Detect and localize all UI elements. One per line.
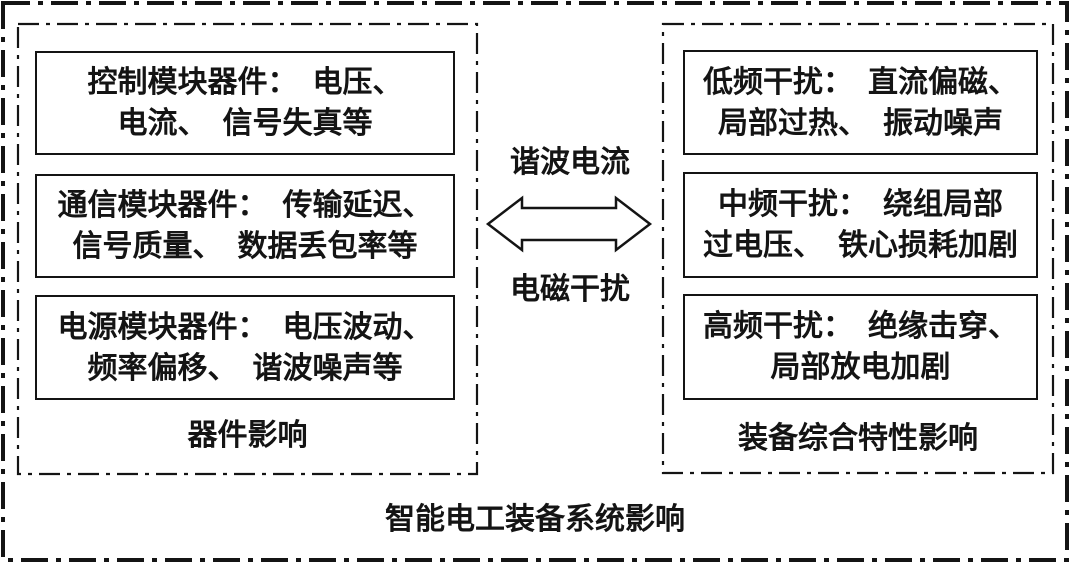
left-box-communication-module-line1: 通信模块器件： 传输延迟、 xyxy=(57,188,433,223)
right-box-high-frequency-line2: 局部放电加剧 xyxy=(770,350,951,385)
right-box-low-frequency-line2: 局部过热、 振动噪声 xyxy=(718,105,1003,141)
harmonic-current-label: 谐波电流 xyxy=(510,145,630,180)
right-box-mid-frequency-line2: 过电压、 铁心损耗加剧 xyxy=(703,228,1018,263)
right-group-border xyxy=(661,22,1055,475)
electromagnetic-interference-label: 电磁干扰 xyxy=(510,272,630,307)
right-box-mid-frequency-line1: 中频干扰： 绕组局部 xyxy=(718,187,1003,222)
system-impact-label: 智能电工装备系统影响 xyxy=(385,502,685,537)
left-group-border xyxy=(16,22,479,476)
left-box-control-module-line2: 电流、 信号失真等 xyxy=(117,106,373,141)
left-box-power-module-line1: 电源模块器件： 电压波动、 xyxy=(57,309,433,345)
right-box-mid-frequency: 中频干扰： 绕组局部 过电压、 铁心损耗加剧 xyxy=(683,172,1038,278)
right-box-high-frequency: 高频干扰： 绝缘击穿、 局部放电加剧 xyxy=(683,294,1038,400)
double-arrow-icon xyxy=(485,195,653,253)
left-box-power-module: 电源模块器件： 电压波动、 频率偏移、 谐波噪声等 xyxy=(35,295,455,400)
left-box-communication-module: 通信模块器件： 传输延迟、 信号质量、 数据丢包率等 xyxy=(35,174,455,278)
left-box-power-module-line2: 频率偏移、 谐波噪声等 xyxy=(87,350,403,386)
right-box-high-frequency-line1: 高频干扰： 绝缘击穿、 xyxy=(703,309,1018,344)
right-group-label: 装备综合特性影响 xyxy=(738,421,978,456)
left-box-communication-module-line2: 信号质量、 数据丢包率等 xyxy=(72,229,418,264)
right-box-low-frequency-line1: 低频干扰： 直流偏磁、 xyxy=(703,64,1018,100)
left-group-label: 器件影响 xyxy=(187,418,308,453)
right-box-low-frequency: 低频干扰： 直流偏磁、 局部过热、 振动噪声 xyxy=(683,50,1038,155)
left-box-control-module: 控制模块器件： 电压、 电流、 信号失真等 xyxy=(35,51,455,155)
left-box-control-module-line1: 控制模块器件： 电压、 xyxy=(87,65,403,100)
